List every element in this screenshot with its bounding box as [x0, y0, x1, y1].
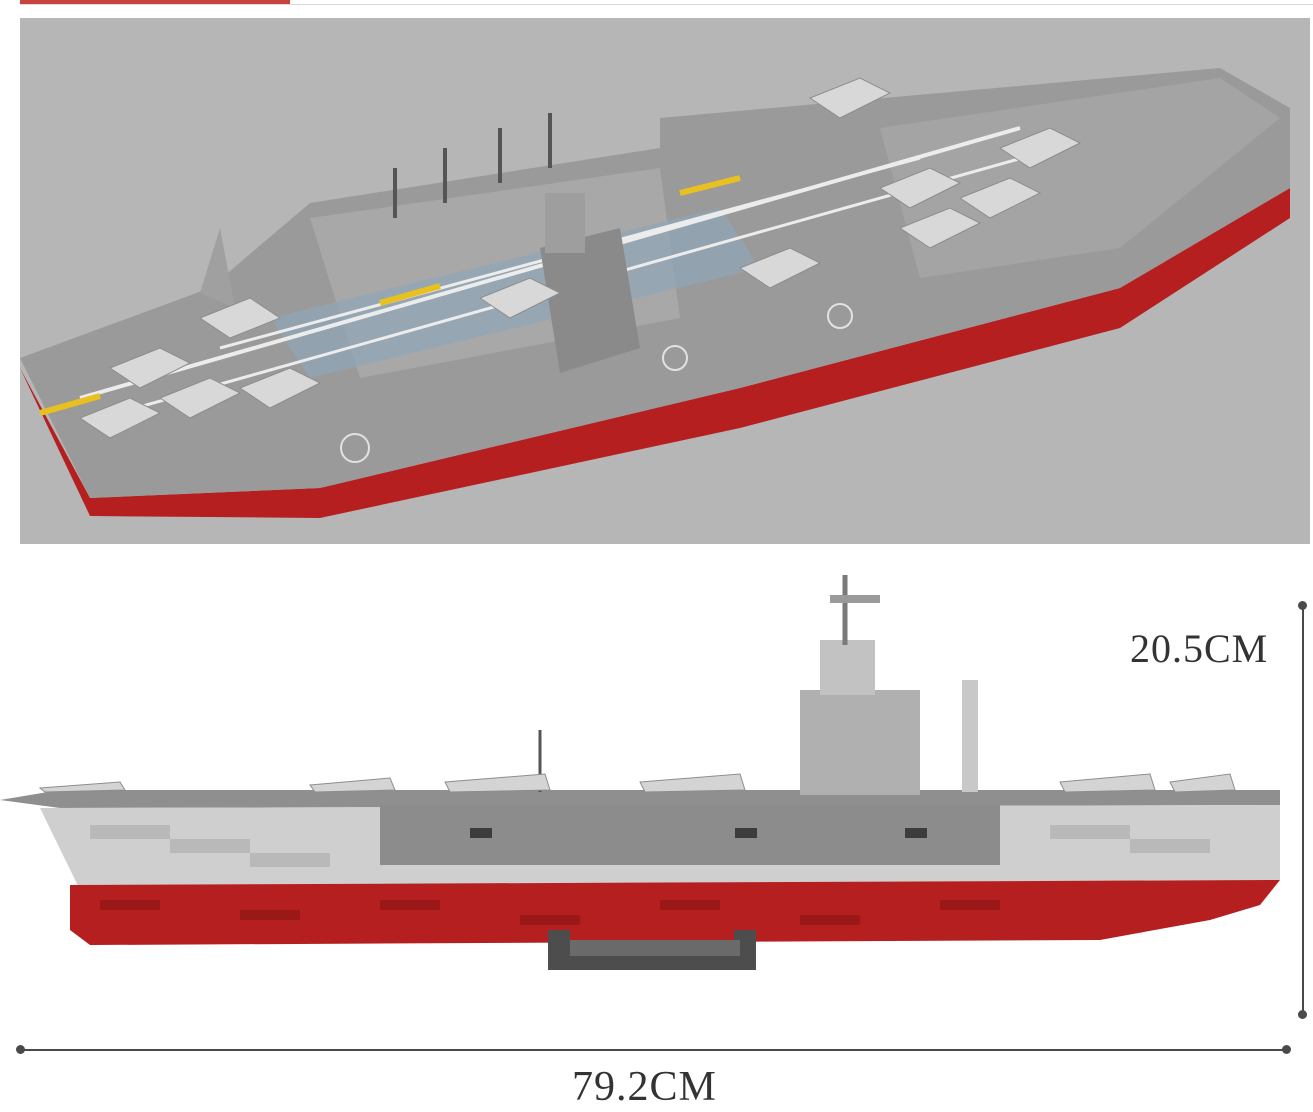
island-superstructure [800, 690, 920, 795]
radar-array [830, 595, 880, 603]
deck-marking [379, 283, 441, 306]
deck-marking [679, 175, 741, 196]
height-dimension-bottom-dot [1298, 1010, 1307, 1019]
deck-aircraft-group [38, 773, 1236, 793]
carrier-top-view-photo [20, 18, 1310, 544]
length-dimension-label: 79.2CM [572, 1064, 717, 1110]
stand-base [555, 956, 755, 970]
flight-deck-edge [0, 790, 1280, 808]
helipad [827, 303, 853, 329]
hull-opening [905, 828, 927, 838]
island-tower [545, 193, 585, 253]
helipad [662, 345, 688, 371]
secondary-mast [962, 680, 978, 792]
height-dimension-top-dot [1298, 601, 1307, 610]
header-accent-strip [20, 0, 290, 4]
hull-opening [470, 828, 492, 838]
aircraft-group [78, 77, 1082, 439]
carrier-side-view-photo [0, 560, 1313, 980]
hull-brick-pattern [100, 900, 1000, 925]
height-dimension-line [1302, 606, 1304, 1014]
red-lower-hull [70, 880, 1280, 945]
length-dimension-right-dot [1282, 1045, 1291, 1054]
hull-opening [735, 828, 757, 838]
stand-bar [570, 940, 740, 956]
island-bridge [820, 640, 875, 695]
stern-fin [200, 228, 235, 308]
helipad [340, 433, 370, 463]
length-dimension-line [20, 1049, 1286, 1051]
header-rule [20, 4, 1313, 5]
deck-marking [39, 393, 101, 416]
hull-step-pattern [90, 825, 1210, 867]
carrier-side-view-illustration [0, 575, 1280, 970]
island-superstructure [540, 228, 640, 373]
height-dimension-label: 20.5CM [1130, 626, 1269, 671]
carrier-top-view-illustration [20, 68, 1290, 518]
deck-section [880, 78, 1280, 278]
length-dimension-left-dot [16, 1045, 25, 1054]
